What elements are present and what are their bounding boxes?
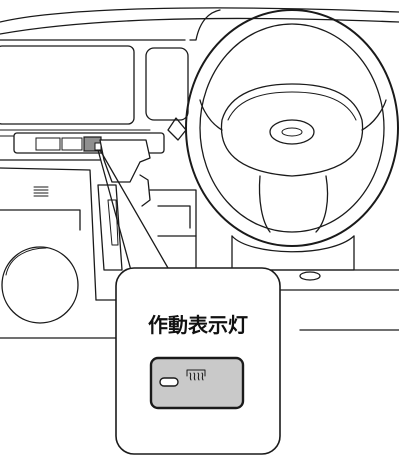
center-display (0, 45, 161, 137)
horn-emblem (269, 119, 315, 145)
round-knob (1, 246, 79, 324)
indicator-lamp-icon (159, 377, 179, 387)
dashboard-top (0, 7, 399, 41)
callout-label: 作動表示灯 (148, 313, 248, 337)
center-console (0, 159, 123, 339)
defogger-switch (149, 356, 245, 410)
side-panel (145, 47, 189, 121)
rear-defogger-icon (186, 369, 206, 381)
callout-leader (97, 149, 169, 275)
callout-bubble: 作動表示灯 (115, 267, 281, 455)
key-slot (299, 271, 321, 281)
steering-wheel (185, 9, 399, 271)
vent-grille (33, 186, 49, 197)
